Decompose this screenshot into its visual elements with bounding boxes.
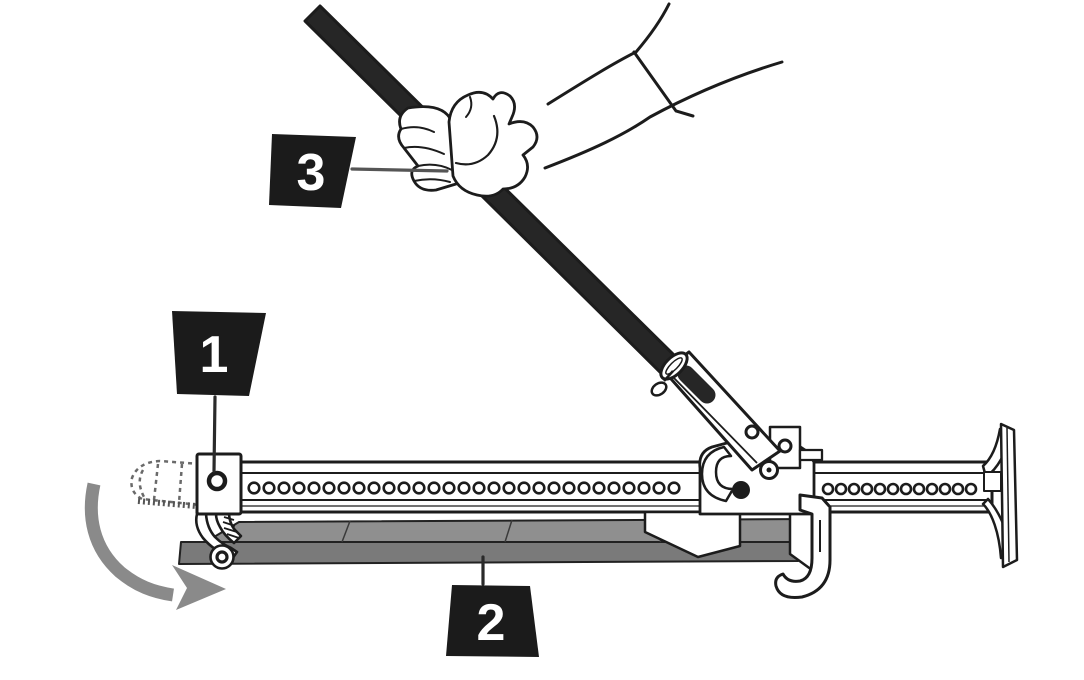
ghost-nose-detail xyxy=(152,463,160,501)
arm-cuff-line xyxy=(632,50,695,118)
rotation-arrow-head xyxy=(172,565,226,610)
nose-thread-hatch xyxy=(222,516,240,539)
handle-socket-inner-line xyxy=(672,376,758,464)
callouts: 1 3 2 xyxy=(172,134,539,657)
callout-1-box xyxy=(172,311,266,396)
handle-lower-segment xyxy=(677,365,716,404)
mechanism-bracket-bolt xyxy=(777,438,793,454)
ghost-nose-detail xyxy=(138,469,146,498)
callout-3-box xyxy=(269,134,356,208)
base-plate-inner-line xyxy=(1006,427,1010,563)
callout-leaders xyxy=(212,167,485,586)
arm-upper-contour xyxy=(546,2,671,106)
callout-3-number: 3 xyxy=(297,144,326,202)
rotation-arrow-tail xyxy=(84,482,175,602)
ghost-nose-outline xyxy=(130,459,201,509)
handle-spring-clip xyxy=(650,370,674,397)
ghost-nose-path xyxy=(130,459,201,507)
base-plate-notch xyxy=(983,471,1002,492)
jack-base-plate xyxy=(981,422,1019,569)
hand-knuckle-line xyxy=(465,96,473,118)
arm xyxy=(543,2,784,170)
arm-lower-contour xyxy=(543,60,784,170)
hand-finger-creases xyxy=(400,126,453,183)
jack-nose-folded xyxy=(194,512,243,570)
leader-1 xyxy=(212,395,217,473)
leader-3 xyxy=(350,167,449,173)
ghost-nose-detail xyxy=(177,463,184,504)
hand-back xyxy=(447,90,539,198)
callout-2-number: 2 xyxy=(477,594,506,652)
clamp-clevis xyxy=(195,452,243,516)
socket-bolt-hole xyxy=(744,424,760,440)
latch-pivot-ball xyxy=(732,481,750,499)
callout-1-number: 1 xyxy=(200,326,229,384)
rotation-arrow-icon xyxy=(84,482,226,610)
jack-beam xyxy=(195,460,994,514)
beam-holes-left xyxy=(247,481,681,495)
clamp-hook xyxy=(774,493,832,599)
beam-holes-right xyxy=(821,482,978,496)
mechanism-pin xyxy=(798,448,824,462)
hand-thumb-line xyxy=(454,114,499,166)
callout-2-box xyxy=(446,585,539,657)
base-plate-blade xyxy=(999,422,1019,569)
handle xyxy=(303,4,716,404)
socket-pivot-center xyxy=(766,467,772,473)
handle-collar xyxy=(659,351,689,381)
nose-clip-inner xyxy=(215,550,229,564)
clevis-pin-hole xyxy=(206,470,228,492)
hand xyxy=(397,90,539,198)
